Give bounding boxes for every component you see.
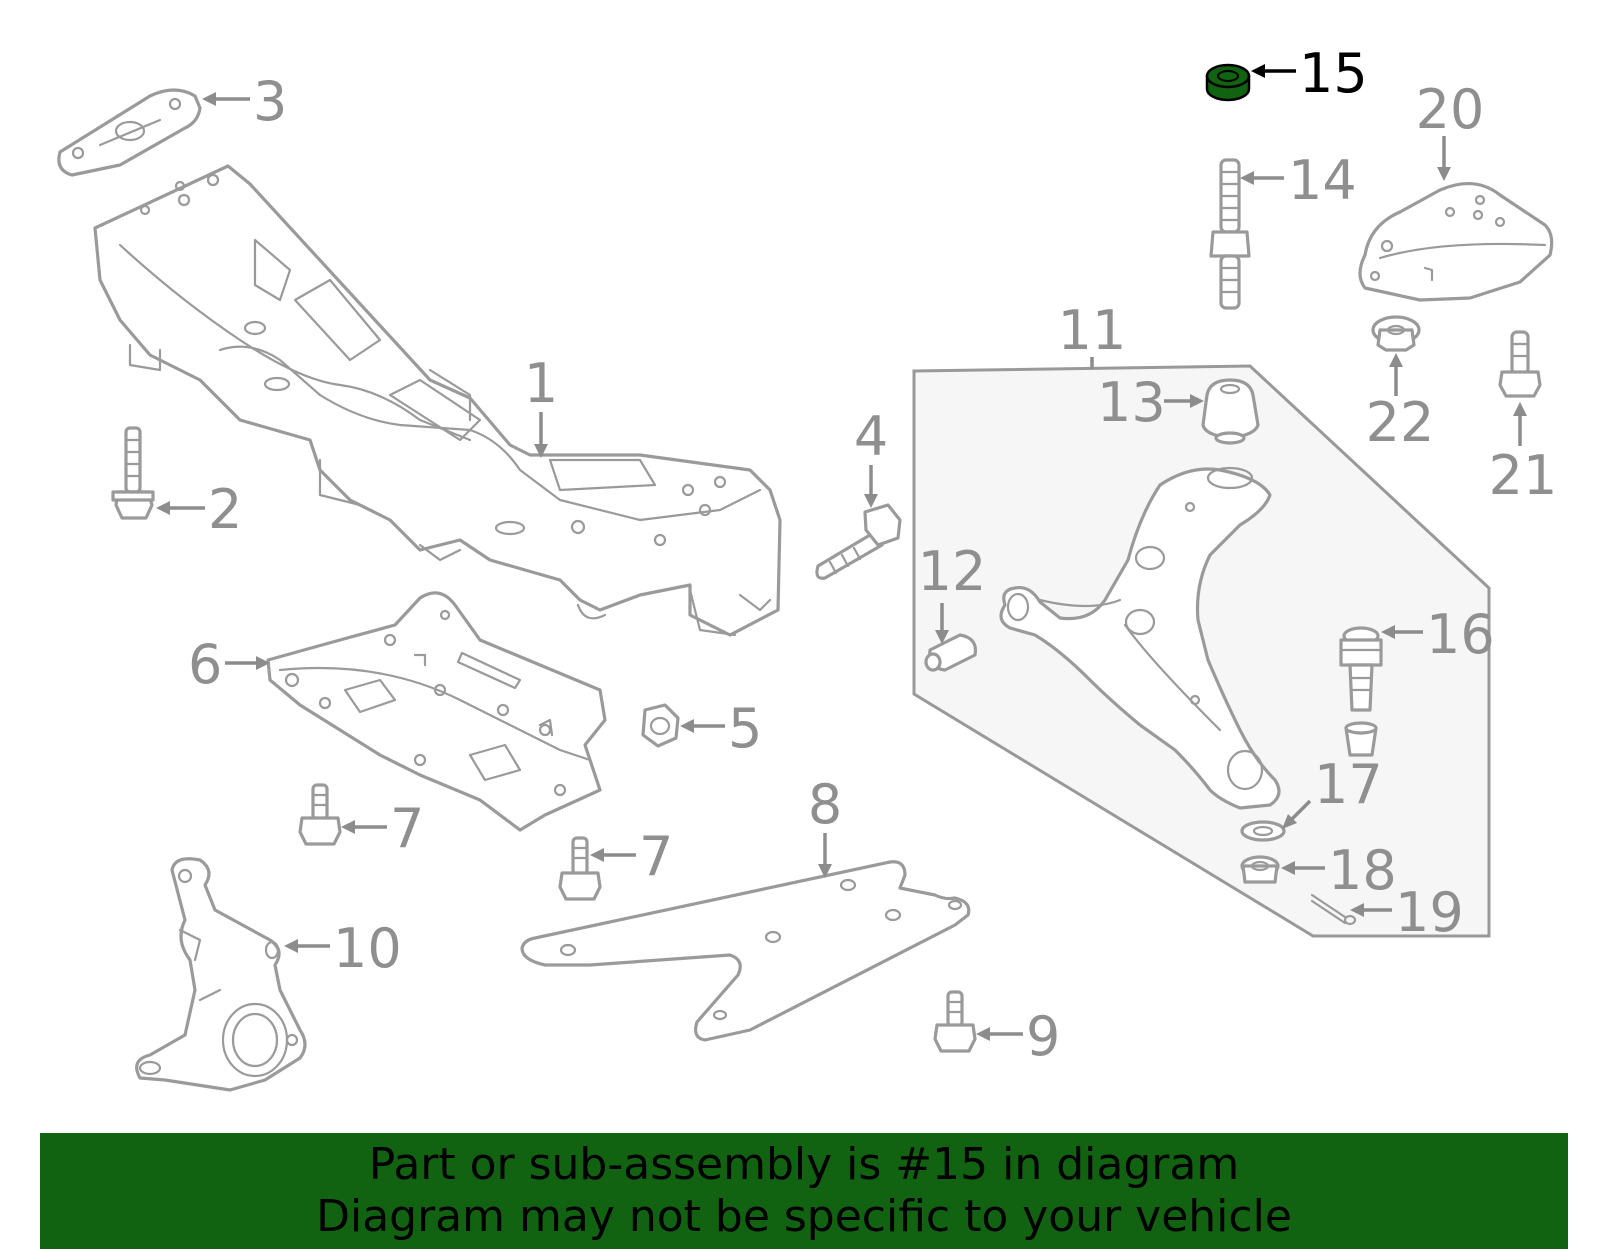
part-15-bushing[interactable] <box>1205 63 1251 102</box>
leader-15 <box>1251 64 1296 78</box>
part-18-nut[interactable] <box>1240 855 1280 884</box>
part-8-brace[interactable] <box>520 860 971 1042</box>
leader-19 <box>1350 903 1392 917</box>
callout-labels: 1 2 3 4 5 6 7 7 8 9 10 11 12 13 14 15 16… <box>188 42 1557 1068</box>
callout-11: 11 <box>1058 299 1127 362</box>
callout-18: 18 <box>1328 839 1397 902</box>
leader-18 <box>1281 861 1325 875</box>
callout-14: 14 <box>1288 149 1357 212</box>
part-2-bolt[interactable] <box>111 426 155 520</box>
leader-9 <box>976 1027 1023 1041</box>
leader-7b <box>590 848 636 862</box>
banner-line-part-number: Part or sub-assembly is #15 in diagram <box>368 1139 1240 1190</box>
leader-16 <box>1381 625 1423 639</box>
callout-22: 22 <box>1366 391 1435 454</box>
leader-20 <box>1437 136 1451 181</box>
part-21-bolt[interactable] <box>1498 330 1542 398</box>
callout-12: 12 <box>918 540 987 603</box>
part-19-cotter-pin[interactable] <box>1310 893 1357 926</box>
part-9-bolt[interactable] <box>933 990 977 1053</box>
callout-3: 3 <box>253 70 287 133</box>
part-6-skid-plate[interactable] <box>266 591 607 832</box>
leader-2 <box>156 501 205 515</box>
callout-21: 21 <box>1489 444 1558 507</box>
leader-12 <box>935 603 949 644</box>
callout-5: 5 <box>728 697 762 760</box>
callout-13: 13 <box>1097 371 1166 434</box>
leader-1 <box>534 412 548 458</box>
leader-lines <box>156 64 1527 1041</box>
part-4-bolt[interactable] <box>815 503 902 580</box>
leader-21 <box>1513 402 1527 446</box>
callout-2: 2 <box>208 478 242 541</box>
part-14-stud[interactable] <box>1209 158 1251 310</box>
callout-9: 9 <box>1026 1005 1060 1068</box>
leader-6 <box>225 656 270 670</box>
callout-20: 20 <box>1416 78 1485 141</box>
part-5-nut[interactable] <box>641 703 680 748</box>
leader-5 <box>680 719 725 733</box>
part-11-control-arm-assembly[interactable] <box>912 364 1491 938</box>
part-17-washer[interactable] <box>1240 820 1286 842</box>
callout-7a: 7 <box>390 797 424 860</box>
part-7-bolt-a[interactable] <box>298 783 342 846</box>
part-12-bushing[interactable] <box>924 633 978 672</box>
callout-19: 19 <box>1395 881 1464 944</box>
callout-17: 17 <box>1314 753 1383 816</box>
callout-6: 6 <box>188 633 222 696</box>
callout-7b: 7 <box>639 825 673 888</box>
part-10-knuckle[interactable] <box>135 857 307 1092</box>
callout-4: 4 <box>854 405 888 468</box>
leader-8 <box>818 833 832 878</box>
leader-22 <box>1389 353 1403 396</box>
banner-line-disclaimer: Diagram may not be specific to your vehi… <box>316 1191 1292 1242</box>
part-13-bushing[interactable] <box>1201 378 1260 445</box>
callout-10: 10 <box>333 917 402 980</box>
callout-15: 15 <box>1299 42 1368 105</box>
callout-8: 8 <box>808 773 842 836</box>
leader-14 <box>1240 171 1284 185</box>
leader-10 <box>284 939 330 953</box>
leader-13 <box>1164 394 1204 408</box>
leader-3 <box>202 92 250 106</box>
part-7-bolt-b[interactable] <box>558 836 602 901</box>
leader-7a <box>341 820 387 834</box>
part-20-cover[interactable] <box>1358 181 1554 302</box>
part-3-bracket[interactable] <box>57 88 202 177</box>
part-1-crossmember[interactable] <box>93 164 782 637</box>
callout-16: 16 <box>1426 603 1495 666</box>
part-16-ball-joint[interactable] <box>1339 626 1383 757</box>
callout-1: 1 <box>524 352 558 415</box>
leader-4 <box>864 465 878 508</box>
info-banner: Part or sub-assembly is #15 in diagram D… <box>40 1133 1568 1249</box>
part-22-nut[interactable] <box>1371 315 1421 352</box>
leader-17 <box>1282 799 1312 829</box>
